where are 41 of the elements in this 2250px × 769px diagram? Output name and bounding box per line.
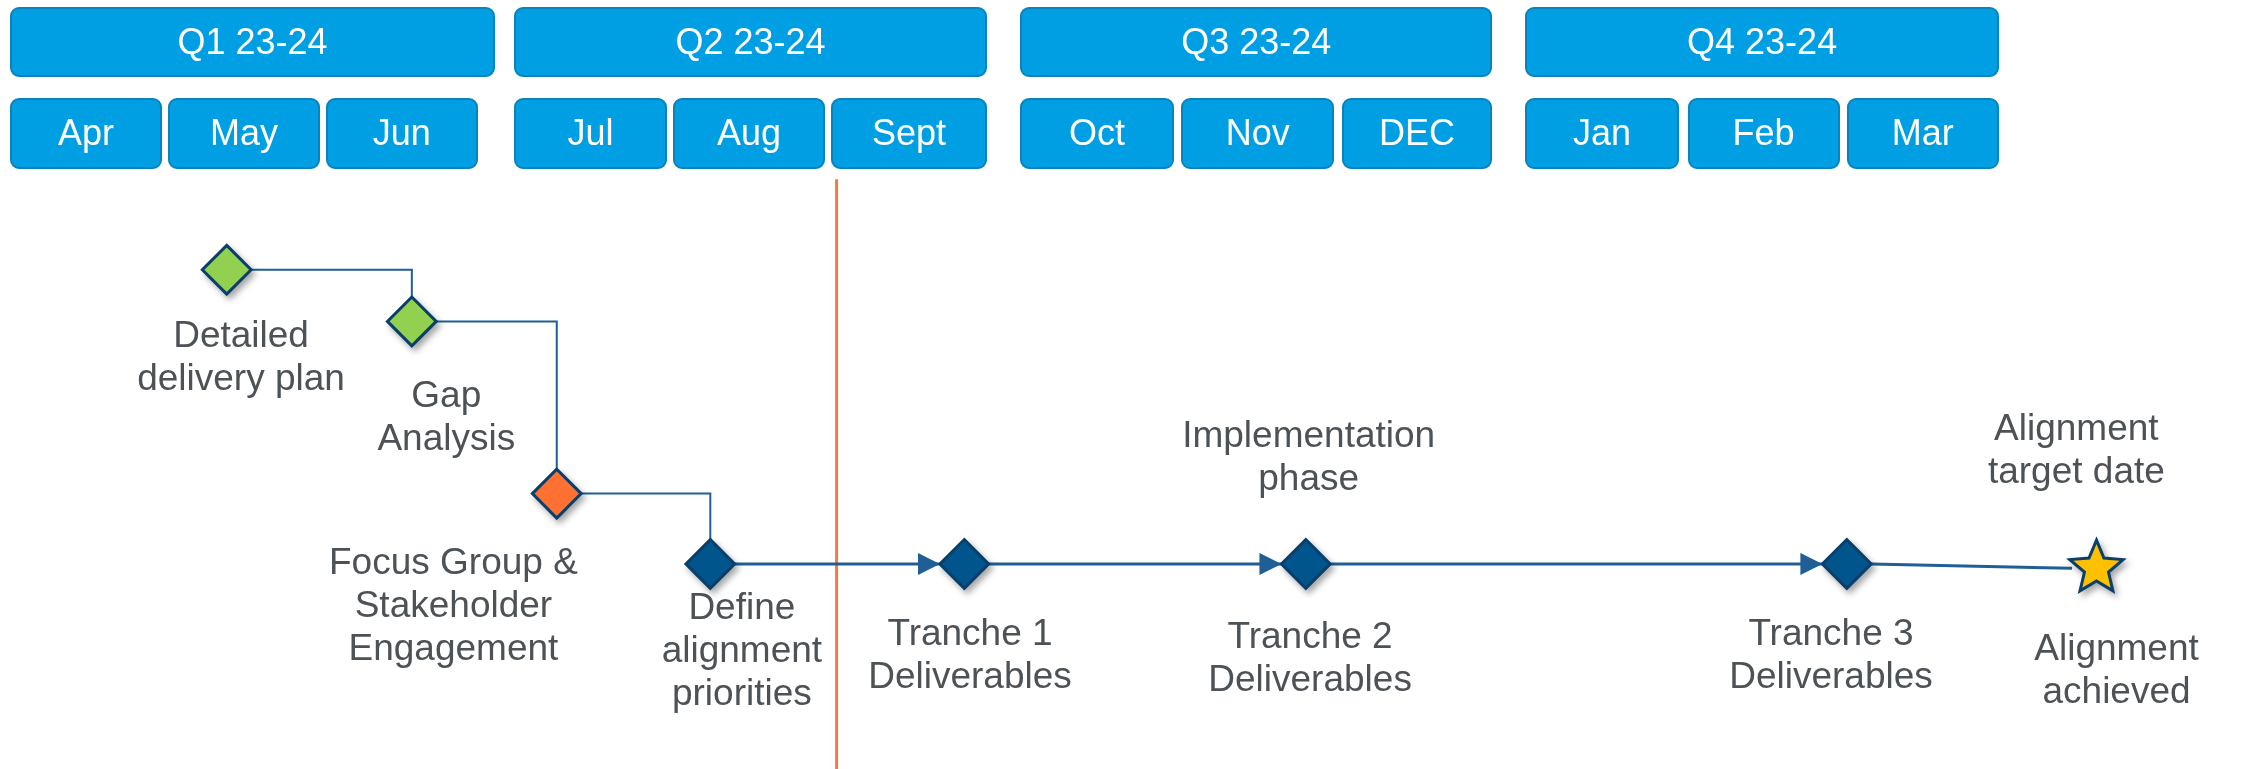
milestone-diamond	[530, 467, 584, 521]
milestone-diamond	[1279, 537, 1333, 591]
arrow	[988, 552, 1282, 575]
quarter-header: Q3 23-24	[1020, 7, 1493, 78]
quarter-header: Q1 23-24	[10, 7, 496, 78]
month-header: Oct	[1020, 97, 1174, 170]
month-header: DEC	[1341, 97, 1493, 170]
month-header: Jan	[1525, 97, 1679, 170]
milestone-label: Detailed delivery plan	[137, 312, 346, 399]
milestone-diamond	[937, 537, 991, 591]
quarter-header: Q2 23-24	[513, 7, 988, 78]
connector-line	[435, 320, 558, 471]
milestone-label: Alignment achieved	[2033, 625, 2200, 712]
connector-line	[1871, 562, 2073, 570]
month-header: Mar	[1846, 97, 1999, 170]
milestone-label: Focus Group & Stakeholder Engagement	[328, 539, 579, 669]
month-header: Jul	[513, 97, 668, 170]
quarter-header: Q4 23-24	[1525, 7, 1999, 78]
month-header: Feb	[1687, 97, 1840, 170]
milestone-label: Implementation phase	[1181, 413, 1437, 500]
milestone-label: Tranche 2 Deliverables	[1207, 614, 1413, 701]
milestone-diamond	[385, 294, 439, 348]
arrow	[1330, 552, 1823, 575]
milestone-label: Gap Analysis	[376, 373, 517, 460]
milestone-label: Define alignment priorities	[660, 585, 824, 715]
connector-line	[250, 268, 413, 299]
month-header: Jun	[325, 97, 478, 170]
star-milestone	[2066, 536, 2127, 595]
milestone-label: Tranche 1 Deliverables	[867, 611, 1073, 698]
milestone-diamond	[200, 243, 254, 297]
month-header: May	[167, 97, 320, 170]
connector-line	[580, 492, 712, 541]
month-header: Aug	[673, 97, 826, 170]
arrow	[734, 552, 940, 575]
milestone-label: Tranche 3 Deliverables	[1728, 611, 1934, 698]
milestone-diamond	[1820, 537, 1874, 591]
milestone-diamond	[683, 537, 737, 591]
month-header: Apr	[10, 97, 163, 170]
milestone-label: Alignment target date	[1986, 406, 2166, 493]
month-header: Nov	[1180, 97, 1335, 170]
month-header: Sept	[830, 97, 988, 170]
